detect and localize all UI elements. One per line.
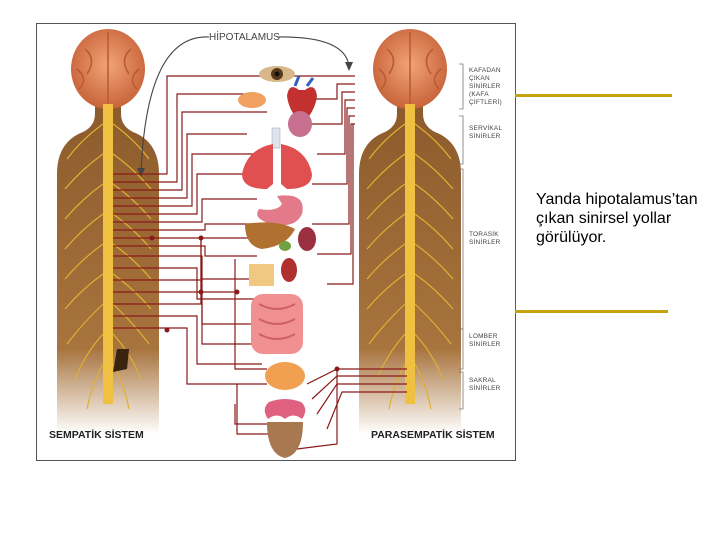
nerve-group-label-line: SİNİRLER bbox=[469, 237, 501, 246]
genital-icon bbox=[267, 422, 303, 458]
sympathetic-system-label: SEMPATİK SİSTEM bbox=[49, 428, 144, 441]
lungs-icon bbox=[242, 144, 312, 189]
nerve-group-label-line: SAKRAL bbox=[469, 377, 496, 384]
nerve-group-label-line: ÇIKAN bbox=[469, 75, 490, 82]
trachea-icon bbox=[271, 127, 281, 149]
nerve-group-label-line: KAFADAN bbox=[469, 67, 501, 74]
nerve-group-label-line: SİNİRLER bbox=[469, 339, 501, 348]
hypothalamus-arrows bbox=[140, 36, 350, 173]
nerve-group-label-line: SİNİRLER bbox=[469, 131, 501, 140]
hypothalamus-label: HİPOTALAMUS bbox=[209, 30, 280, 43]
salivary-gland-icon bbox=[238, 92, 266, 108]
stomach-icon bbox=[257, 195, 303, 226]
nerve-group-label-line: SERVİKAL bbox=[469, 123, 502, 132]
nervous-system-diagram: HİPOTALAMUS SEMPATİK SİSTEM PARASEMPATİK… bbox=[36, 23, 516, 461]
reproductive-organs-icon bbox=[264, 399, 306, 419]
spleen-icon bbox=[298, 227, 316, 251]
caption-text: Yanda hipotalamus’tan çıkan sinirsel yol… bbox=[536, 191, 698, 246]
diagram-svg: HİPOTALAMUS SEMPATİK SİSTEM PARASEMPATİK… bbox=[49, 29, 502, 458]
nerve-group-label-line: ÇİFTLERİ) bbox=[469, 97, 502, 106]
gallbladder-icon bbox=[279, 241, 291, 251]
nerve-group-label-line: SİNİRLER bbox=[469, 383, 501, 392]
right-body-figure bbox=[359, 29, 461, 434]
eye-icon bbox=[259, 66, 295, 82]
nerve-group-label-line: (KAFA bbox=[469, 91, 489, 98]
nerve-group-brackets bbox=[459, 63, 464, 410]
caption-bottom-rule bbox=[515, 310, 668, 313]
parasympathetic-system-label: PARASEMPATİK SİSTEM bbox=[371, 428, 495, 441]
intestines-icon bbox=[251, 294, 303, 354]
nerve-group-label-line: LOMBER bbox=[469, 333, 498, 340]
right-spinal-cord bbox=[405, 104, 415, 404]
pancreas-icon bbox=[249, 264, 274, 286]
blood-vessel-icon bbox=[288, 111, 312, 137]
left-body-figure bbox=[57, 29, 159, 434]
left-spinal-cord bbox=[103, 104, 113, 404]
caption-top-rule bbox=[515, 94, 672, 97]
bladder-icon bbox=[265, 362, 305, 390]
nerve-group-label-line: TORASİK bbox=[469, 229, 499, 238]
nerve-group-label-line: SİNİRLER bbox=[469, 81, 501, 90]
organ-column bbox=[238, 66, 317, 458]
kidney-icon bbox=[281, 258, 297, 282]
